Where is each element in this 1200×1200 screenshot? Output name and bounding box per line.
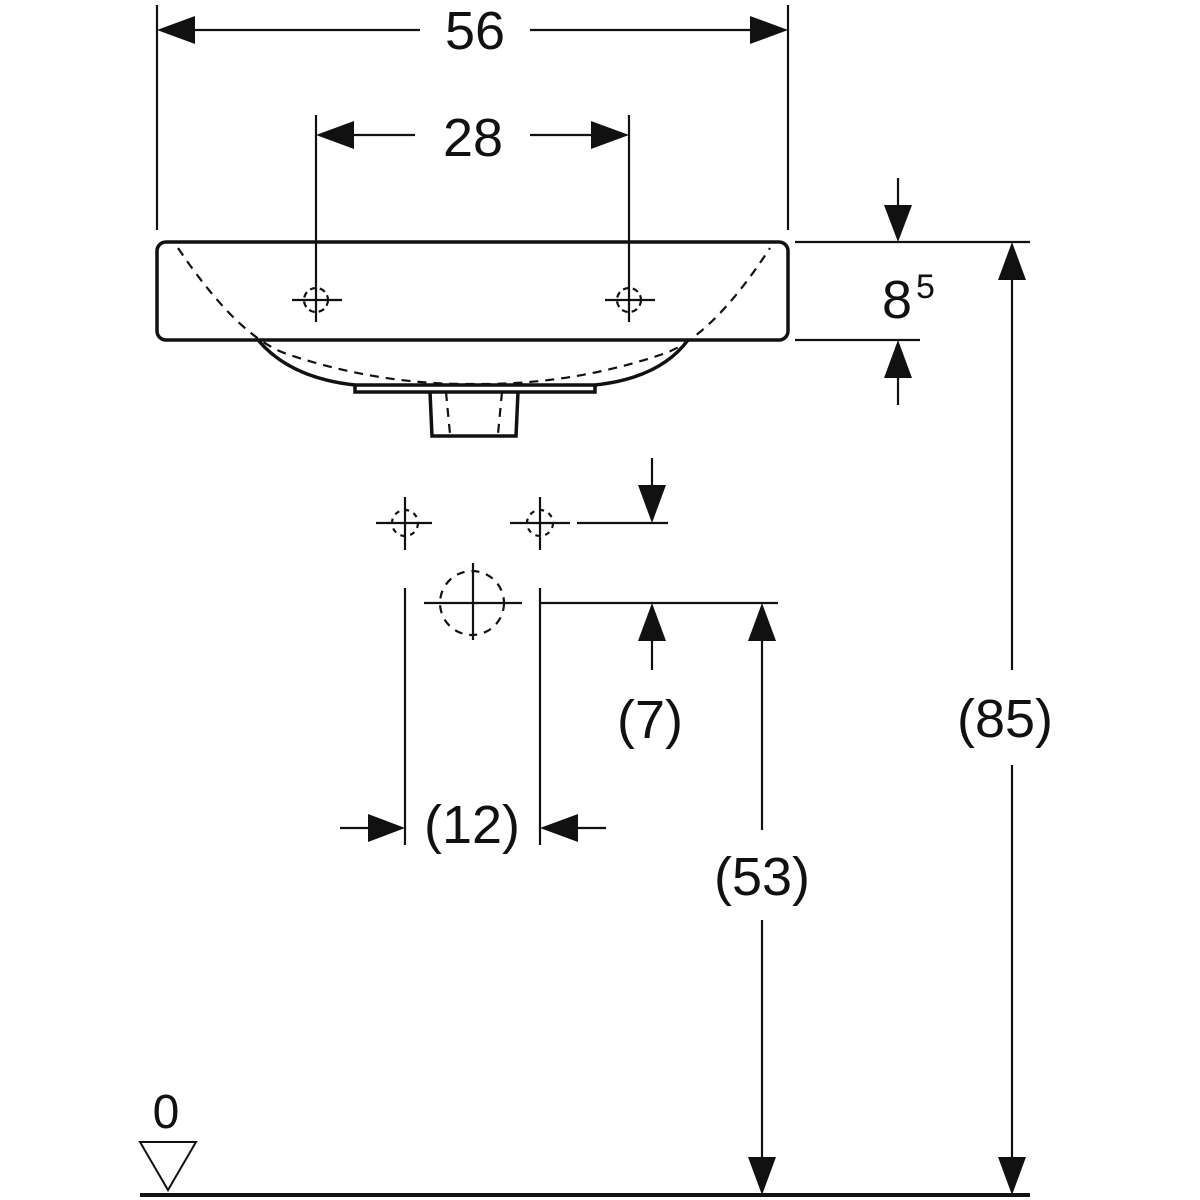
supply-point-left	[376, 497, 432, 550]
dimension-tap-spacing: 28	[314, 108, 631, 322]
supply-height-marker	[577, 458, 668, 525]
dimension-overall-width: 56	[155, 1, 790, 230]
dimension-rim-height: 8 5	[795, 178, 1030, 405]
tap-hole-right	[605, 286, 655, 314]
waste-outlet	[424, 563, 522, 640]
label-rim-height-superscript: 5	[916, 268, 935, 306]
dimension-waste-height: (53)	[714, 603, 810, 1195]
dimension-supply-spacing: (12)	[340, 588, 606, 855]
dimension-waste-offset: (7)	[540, 601, 778, 750]
dimension-total-height: (85)	[957, 242, 1053, 1195]
label-floor-level: 0	[153, 1086, 180, 1139]
supply-point-right	[510, 497, 570, 550]
tap-hole-left	[292, 286, 342, 314]
label-tap-spacing: 28	[443, 108, 503, 168]
label-waste-offset: (7)	[617, 690, 683, 750]
label-overall-width: 56	[445, 1, 505, 61]
label-waste-height: (53)	[714, 847, 810, 907]
label-total-height: (85)	[957, 689, 1053, 749]
label-supply-spacing: (12)	[424, 795, 520, 855]
label-rim-height: 8	[882, 270, 912, 330]
basin-outline	[155, 240, 790, 438]
floor-level: 0	[138, 1086, 1030, 1197]
